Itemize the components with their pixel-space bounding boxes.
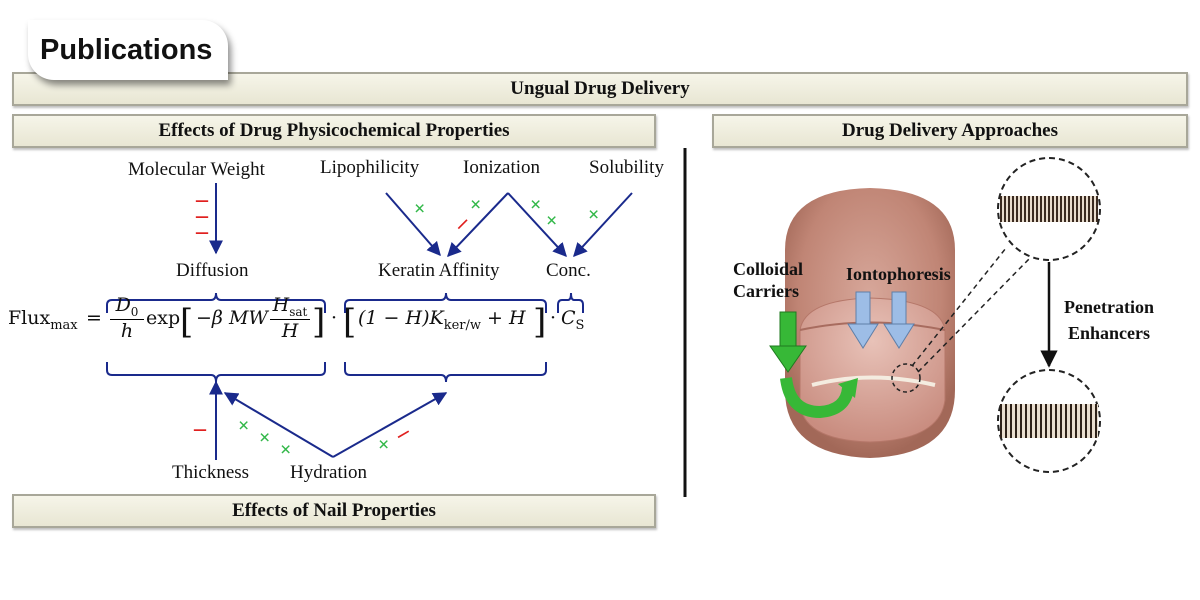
mw-minus-mark-2: – <box>196 203 208 229</box>
ionization-label: Ionization <box>463 157 541 178</box>
mw-minus-mark-3: – <box>196 219 208 245</box>
approaches-title-bar: Drug Delivery Approaches <box>712 114 1188 148</box>
zoom-small-circle <box>891 363 921 393</box>
thickness-label: Thickness <box>172 462 250 483</box>
iontophoresis-label: Iontophoresis <box>846 264 951 284</box>
solubility-label: Solubility <box>589 157 664 178</box>
penetration-enhancers-label: Penetration Enhancers <box>1064 297 1154 343</box>
d0-over-h-fraction: D0 h <box>110 294 144 342</box>
thickness-minus-mark: – <box>194 416 206 442</box>
nail-strip-top <box>1000 196 1098 222</box>
zoom-line-top <box>911 247 1007 367</box>
lipophilicity-to-keratin-arrow <box>385 192 441 257</box>
lipophilicity-plus-mark: × <box>414 198 426 220</box>
hsat-over-h-fraction: Hsat H <box>270 294 310 342</box>
hydration-plus-mark-2: × <box>259 427 271 449</box>
publications-label: Publications <box>40 33 213 66</box>
bracket-open-1: [ <box>180 302 194 342</box>
main-title: Ungual Drug Delivery <box>510 78 690 99</box>
hydration-keratin-plus-mark: × <box>378 434 390 456</box>
solubility-plus-mark: × <box>588 204 600 226</box>
publications-tag: Publications <box>28 20 228 80</box>
colloidal-carriers-label: Colloidal Carriers <box>733 259 804 301</box>
solubility-to-conc-arrow <box>573 192 633 258</box>
hydration-to-diffusion-arrow <box>223 392 334 458</box>
cs-term: CS <box>561 307 585 333</box>
colloidal-arrow <box>769 311 858 419</box>
hydration-plus-mark-1: × <box>238 415 250 437</box>
dot-1: · <box>331 307 338 329</box>
nail-strip-bottom <box>1000 404 1098 438</box>
brace-top-diffusion <box>106 292 326 313</box>
nail-properties-title: Effects of Nail Properties <box>232 500 436 521</box>
beta-mw-term: −β MW <box>196 307 268 329</box>
ionization-plus-mark-1: × <box>470 194 482 216</box>
physicochemical-title-bar: Effects of Drug Physicochemical Properti… <box>12 114 656 148</box>
mw-minus-mark-1: – <box>196 187 208 213</box>
ionization-to-conc-arrow <box>507 192 567 258</box>
bracket-open-2: [ <box>343 302 357 342</box>
molecular-weight-label: Molecular Weight <box>128 159 265 180</box>
ionization-to-keratin-arrow <box>447 192 509 258</box>
lipophilicity-label: Lipophilicity <box>320 157 420 178</box>
exp-label: exp <box>146 307 181 329</box>
brace-bottom-diffusion <box>106 362 326 383</box>
dot-2: · <box>550 307 557 329</box>
hydration-to-keratin-arrow <box>332 392 448 458</box>
brace-top-keratin <box>344 292 547 313</box>
hydration-plus-mark-3: × <box>280 439 292 461</box>
equals-sign: = <box>86 307 102 329</box>
keratin-affinity-label: Keratin Affinity <box>378 260 500 281</box>
ionization-plus-mark-2: × <box>530 194 542 216</box>
physicochemical-title: Effects of Drug Physicochemical Properti… <box>158 120 510 141</box>
bracket-close-2: ] <box>533 302 547 342</box>
brace-top-conc <box>557 292 584 313</box>
iontophoresis-arrows <box>847 291 915 349</box>
nail-properties-title-bar: Effects of Nail Properties <box>12 494 656 528</box>
bracket-close-1: ] <box>312 302 326 342</box>
ionization-plus-mark-3: × <box>546 210 558 232</box>
brace-bottom-keratin <box>344 362 547 383</box>
hydration-label: Hydration <box>290 462 368 483</box>
diffusion-label: Diffusion <box>176 260 249 281</box>
approaches-title: Drug Delivery Approaches <box>841 120 1059 141</box>
keratin-term: (1 − H)Kker/w+ H <box>358 307 526 333</box>
flux-label: Fluxmax <box>8 307 78 333</box>
main-title-bar: Ungual Drug Delivery <box>12 72 1188 106</box>
conc-label: Conc. <box>546 260 591 281</box>
